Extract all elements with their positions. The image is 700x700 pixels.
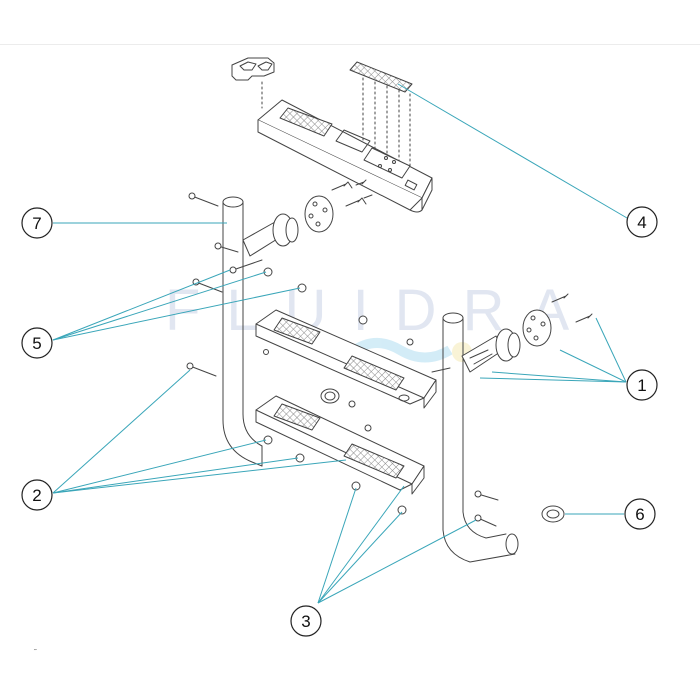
bolts-and-washers [186, 192, 499, 527]
leader-5a [52, 271, 267, 341]
callout-7: 7 [21, 207, 53, 239]
leader-2b [52, 439, 267, 494]
callout-2: 2 [21, 479, 53, 511]
callout-7-label: 7 [32, 214, 41, 233]
end-cap [541, 505, 565, 523]
left-handrail [222, 196, 263, 467]
callout-4: 4 [626, 206, 658, 238]
bottom-step [255, 395, 425, 495]
callout-5-label: 5 [32, 334, 41, 353]
leader-4 [397, 83, 628, 219]
footer-mark: ˜ [34, 648, 37, 657]
callout-6: 6 [624, 498, 656, 530]
callout-6-label: 6 [635, 505, 644, 524]
right-flange-assembly [461, 293, 593, 373]
leader-2d [52, 459, 347, 494]
leader-3b [317, 485, 405, 604]
leader-1c [491, 371, 627, 383]
callout-1-label: 1 [637, 376, 646, 395]
middle-step [255, 309, 437, 409]
top-step [257, 99, 433, 213]
left-flange-assembly [242, 179, 373, 257]
top-clip-part [231, 57, 275, 81]
callout-1: 1 [626, 369, 658, 401]
leader-3c [317, 511, 403, 604]
non-slip-pad [349, 61, 413, 93]
leader-1d [479, 377, 627, 383]
callout-3: 3 [290, 605, 322, 637]
pad-guide-lines [362, 77, 411, 169]
top-divider [0, 44, 700, 45]
leader-1a [559, 349, 627, 383]
leader-1b [595, 317, 627, 383]
leader-2c [52, 457, 299, 494]
leader-5b [52, 287, 301, 341]
leader-3d [317, 519, 477, 604]
leader-5c [52, 269, 231, 341]
callout-3-label: 3 [301, 612, 310, 631]
rail-end-cap-middle [320, 388, 356, 408]
right-handrail [442, 312, 519, 563]
callout-5: 5 [21, 327, 53, 359]
leader-lines [52, 83, 628, 604]
callout-2-label: 2 [32, 486, 41, 505]
leader-2a [52, 369, 191, 494]
leader-3a [317, 487, 357, 604]
callout-4-label: 4 [637, 213, 646, 232]
